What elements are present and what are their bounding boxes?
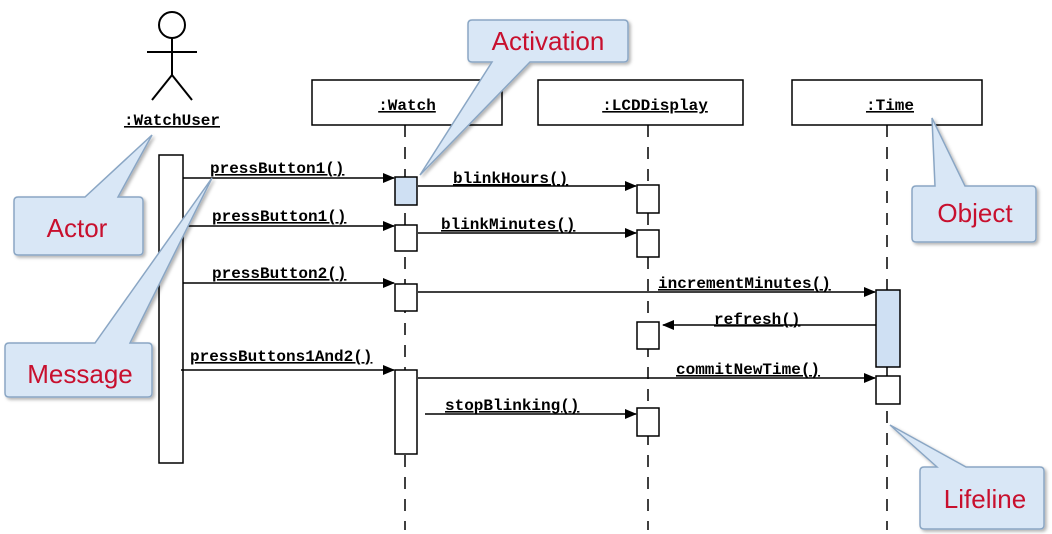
time-activation-2	[875, 375, 901, 405]
object-time-label: :Time	[866, 97, 914, 115]
message-label-5: pressButton2()	[212, 265, 346, 283]
callout-object	[911, 117, 1037, 243]
message-label-9: commitNewTime()	[676, 361, 820, 379]
callout-lifeline	[889, 424, 1045, 530]
callout-activation	[419, 19, 629, 176]
message-label-1: pressButton1()	[210, 160, 344, 178]
lcd-activation-1	[636, 184, 660, 214]
message-label-6: incrementMinutes()	[658, 275, 831, 293]
watch-activation-1	[394, 176, 418, 206]
object-lcd-display: :LCDDisplay	[537, 79, 744, 126]
message-label-2: blinkHours()	[453, 170, 568, 188]
message-label-8: pressButtons1And2()	[190, 348, 372, 366]
actor-activation-bar	[158, 154, 184, 464]
actor-stick-figure-icon	[147, 11, 197, 101]
callout-actor-label: Actor	[47, 213, 108, 243]
time-activation-1	[875, 289, 901, 368]
lcd-activation-2	[636, 229, 660, 258]
callout-lifeline-label: Lifeline	[944, 484, 1026, 514]
watch-activation-3	[394, 283, 418, 312]
object-watch-label: :Watch	[378, 97, 436, 115]
callout-actor	[13, 134, 153, 256]
message-label-4: blinkMinutes()	[441, 216, 575, 234]
object-time: :Time	[791, 79, 983, 126]
message-label-3: pressButton1()	[212, 208, 346, 226]
message-label-10: stopBlinking()	[445, 397, 579, 415]
callout-message-label: Message	[27, 359, 133, 389]
watch-activation-4	[394, 369, 418, 455]
actor-label: :WatchUser	[124, 112, 220, 130]
lcd-activation-4	[636, 407, 660, 437]
callout-message	[4, 177, 213, 398]
message-label-7: refresh()	[714, 311, 800, 329]
callout-object-label: Object	[937, 198, 1013, 228]
lcd-activation-3	[636, 321, 660, 350]
watch-activation-2	[394, 224, 418, 252]
callout-activation-label: Activation	[492, 26, 605, 56]
object-lcd-label: :LCDDisplay	[602, 97, 708, 115]
